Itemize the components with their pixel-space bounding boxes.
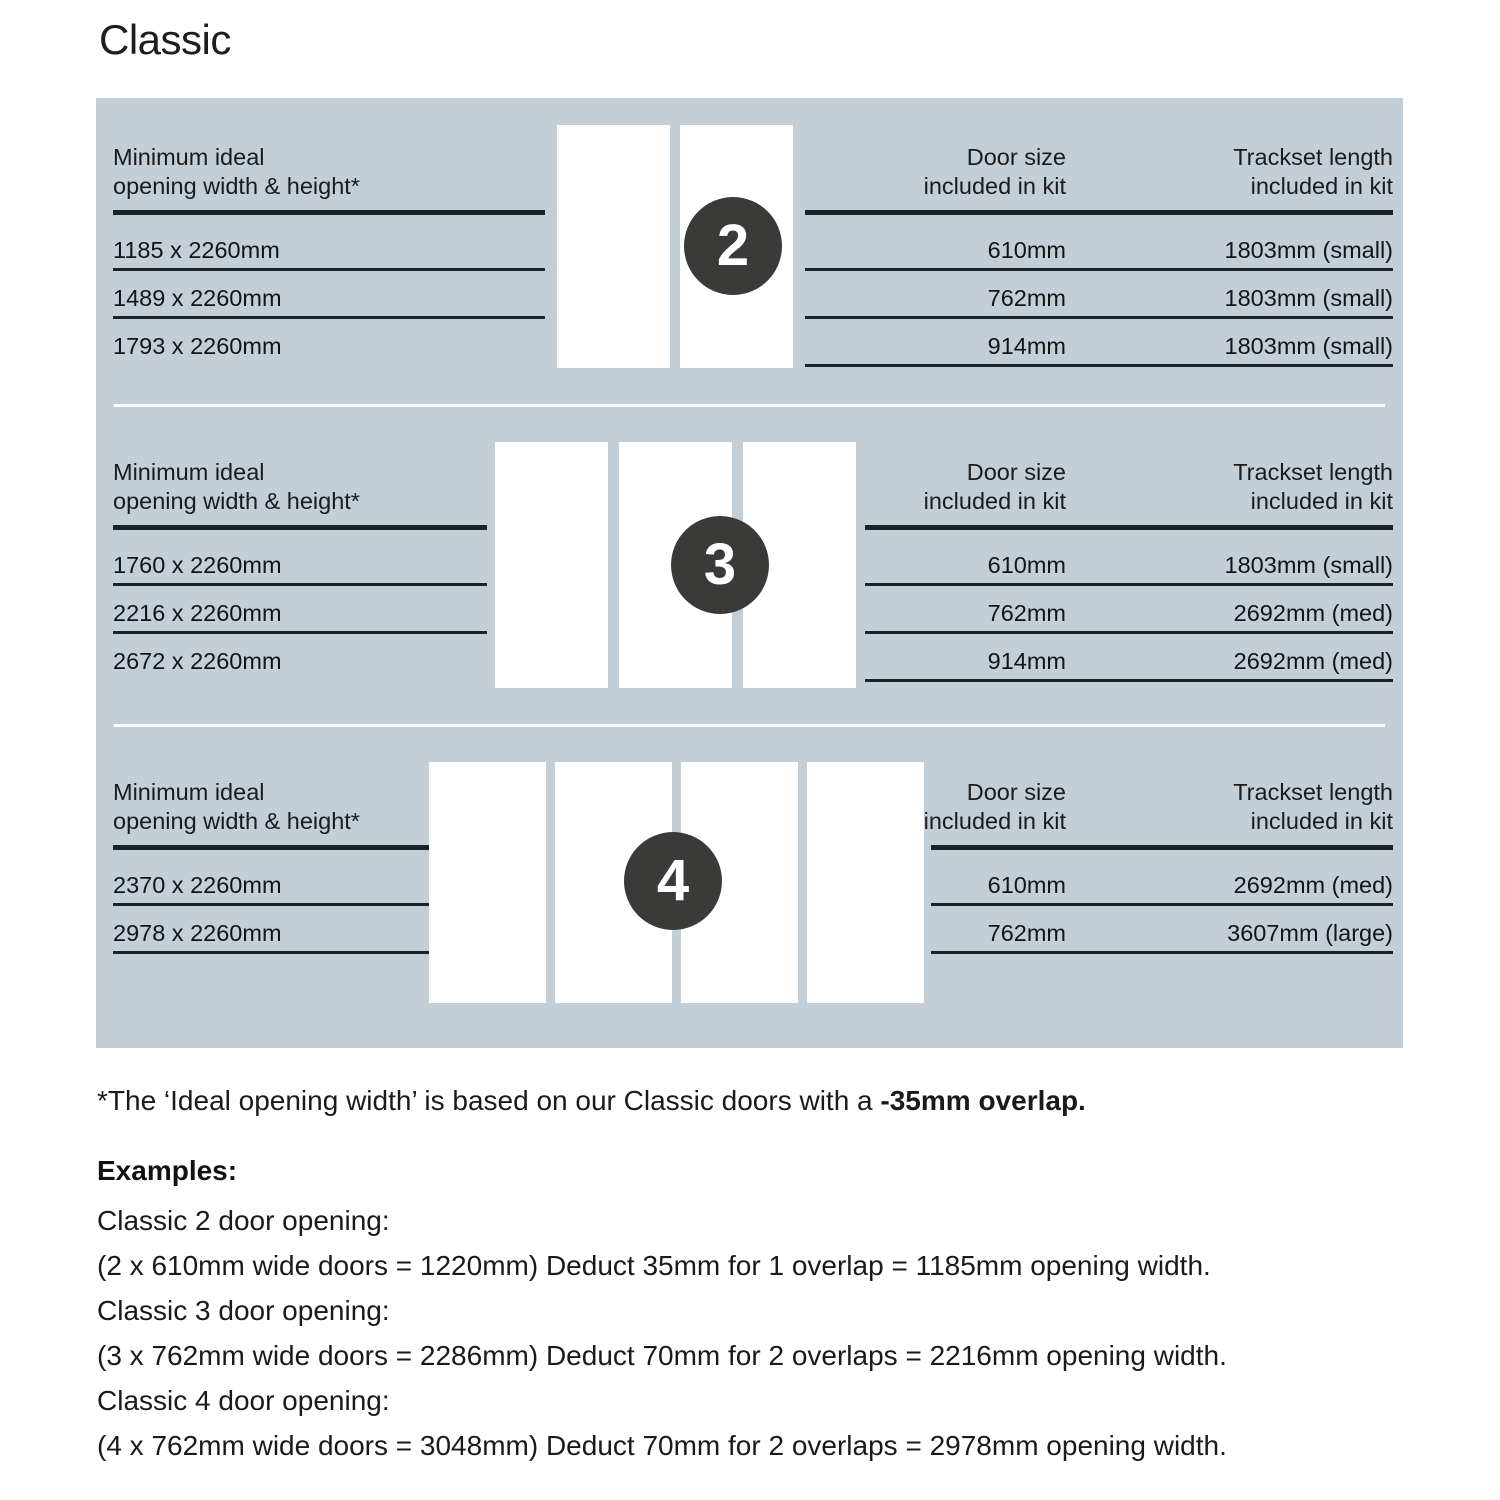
section-2-door: Minimum ideal opening width & height* Do… xyxy=(96,98,1403,404)
table-cell-trackset: 2692mm (med) xyxy=(1233,872,1393,898)
table-cell-opening: 2216 x 2260mm xyxy=(113,600,282,626)
rule-row-left xyxy=(113,903,430,906)
table-cell-opening: 1489 x 2260mm xyxy=(113,285,282,311)
footnote-emphasis: -35mm overlap. xyxy=(880,1085,1086,1116)
rule-row-right xyxy=(805,268,1393,271)
door-count-badge: 2 xyxy=(684,197,782,295)
section-2-header-trackset: Trackset length included in kit xyxy=(1233,144,1393,199)
rule-header-left xyxy=(113,525,487,530)
rule-row-right xyxy=(865,631,1393,634)
table-cell-doorsize: 610mm xyxy=(987,872,1066,898)
rule-row-left xyxy=(113,951,430,954)
rule-row-right xyxy=(805,316,1393,319)
table-cell-doorsize: 610mm xyxy=(987,237,1066,263)
section-4-header-doorsize: Door size included in kit xyxy=(923,779,1066,834)
section-divider xyxy=(114,404,1385,407)
section-4-header-opening: Minimum ideal opening width & height* xyxy=(113,779,360,834)
table-cell-doorsize: 610mm xyxy=(987,552,1066,578)
table-cell-trackset: 3607mm (large) xyxy=(1227,920,1393,946)
rule-header-right xyxy=(865,525,1393,530)
example-line: Classic 2 door opening: xyxy=(97,1205,390,1236)
table-cell-trackset: 1803mm (small) xyxy=(1224,333,1393,359)
table-cell-trackset: 1803mm (small) xyxy=(1224,552,1393,578)
footnote: *The ‘Ideal opening width’ is based on o… xyxy=(97,1085,1086,1117)
rule-row-right xyxy=(931,903,1393,906)
rule-header-right xyxy=(805,210,1393,215)
example-line: (2 x 610mm wide doors = 1220mm) Deduct 3… xyxy=(97,1250,1211,1281)
door-panel xyxy=(495,442,608,688)
rule-row-left xyxy=(113,583,487,586)
rule-row-right xyxy=(865,583,1393,586)
table-cell-opening: 1760 x 2260mm xyxy=(113,552,282,578)
examples-heading: Examples: xyxy=(97,1155,238,1186)
section-3-header-trackset: Trackset length included in kit xyxy=(1233,459,1393,514)
table-cell-trackset: 1803mm (small) xyxy=(1224,237,1393,263)
rule-row-left xyxy=(113,268,545,271)
section-divider xyxy=(114,724,1385,727)
rule-row-right xyxy=(805,364,1393,367)
example-line: (4 x 762mm wide doors = 3048mm) Deduct 7… xyxy=(97,1430,1227,1461)
table-cell-trackset: 2692mm (med) xyxy=(1233,600,1393,626)
footnote-lead: *The ‘Ideal opening width’ is based on o… xyxy=(97,1085,881,1116)
rule-row-left xyxy=(113,631,487,634)
rule-row-right xyxy=(865,679,1393,682)
specification-panel: Minimum ideal opening width & height* Do… xyxy=(96,98,1403,1048)
table-cell-doorsize: 914mm xyxy=(987,648,1066,674)
table-cell-doorsize: 914mm xyxy=(987,333,1066,359)
table-cell-trackset: 1803mm (small) xyxy=(1224,285,1393,311)
table-cell-opening: 2370 x 2260mm xyxy=(113,872,282,898)
section-4-door: Minimum ideal opening width & height* Do… xyxy=(96,738,1403,1048)
rule-row-left xyxy=(113,316,545,319)
section-3-door: Minimum ideal opening width & height* Do… xyxy=(96,418,1403,724)
door-panel xyxy=(807,762,924,1003)
table-cell-opening: 1185 x 2260mm xyxy=(113,237,280,263)
example-line: Classic 4 door opening: xyxy=(97,1385,390,1416)
page-title: Classic xyxy=(99,16,231,63)
table-cell-doorsize: 762mm xyxy=(987,920,1066,946)
section-3-header-doorsize: Door size included in kit xyxy=(923,459,1066,514)
table-cell-doorsize: 762mm xyxy=(987,600,1066,626)
example-line: Classic 3 door opening: xyxy=(97,1295,390,1326)
example-line: (3 x 762mm wide doors = 2286mm) Deduct 7… xyxy=(97,1340,1227,1371)
door-panel xyxy=(557,125,670,368)
section-4-header-trackset: Trackset length included in kit xyxy=(1233,779,1393,834)
door-panel xyxy=(429,762,546,1003)
table-cell-opening: 2672 x 2260mm xyxy=(113,648,282,674)
table-cell-trackset: 2692mm (med) xyxy=(1233,648,1393,674)
door-diagram-4 xyxy=(429,762,924,1003)
door-count-badge: 3 xyxy=(671,516,769,614)
rule-header-left xyxy=(113,210,545,215)
section-2-header-opening: Minimum ideal opening width & height* xyxy=(113,144,360,199)
section-3-header-opening: Minimum ideal opening width & height* xyxy=(113,459,360,514)
table-cell-doorsize: 762mm xyxy=(987,285,1066,311)
rule-header-right xyxy=(931,845,1393,850)
table-cell-opening: 2978 x 2260mm xyxy=(113,920,282,946)
section-2-header-doorsize: Door size included in kit xyxy=(923,144,1066,199)
rule-row-right xyxy=(931,951,1393,954)
table-cell-opening: 1793 x 2260mm xyxy=(113,333,282,359)
door-count-badge: 4 xyxy=(624,832,722,930)
rule-header-left xyxy=(113,845,430,850)
